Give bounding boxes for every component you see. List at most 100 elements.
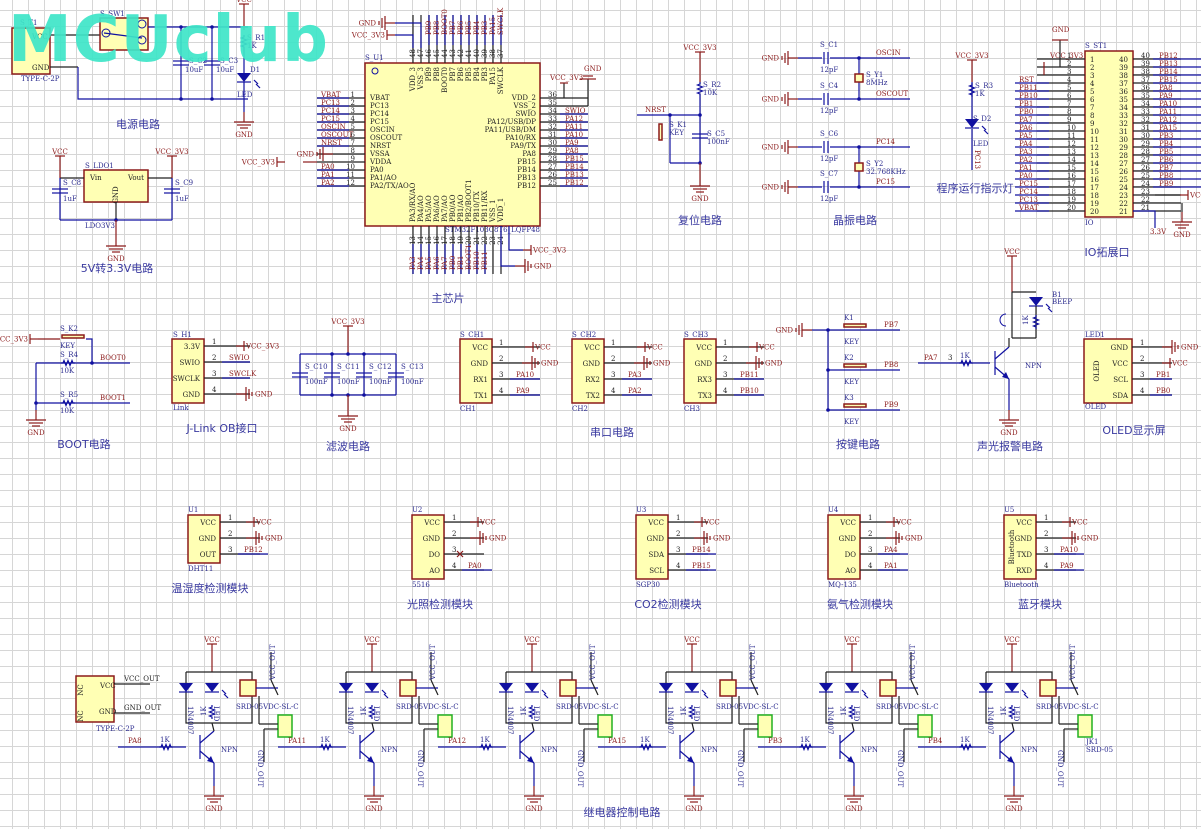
power-label: VCC [895, 519, 912, 527]
pin-number: 37 [1141, 76, 1150, 84]
wire [861, 689, 867, 695]
wire [345, 671, 413, 724]
beep-led [1029, 297, 1053, 313]
power-label: VCC [235, 0, 252, 4]
sensor-body[interactable] [635, 514, 669, 580]
gnd-symbol: GND [999, 410, 1019, 437]
pin-name: VBAT [369, 94, 390, 102]
relay-coil[interactable] [399, 679, 417, 697]
npn-transistor [519, 730, 535, 764]
serial-module-body[interactable] [571, 338, 605, 404]
npn-transistor [359, 730, 375, 764]
input-net-label: PA11 [288, 737, 306, 745]
relay-coil[interactable] [719, 679, 737, 697]
power-label: VCC_3V3 [241, 159, 275, 167]
wire [1021, 689, 1027, 695]
relay-coil[interactable] [239, 679, 257, 697]
power-label: VCC_3V3 [0, 336, 28, 344]
sensor-body[interactable] [187, 514, 221, 564]
serial-module-body[interactable] [683, 338, 717, 404]
value-label: 1N4007 [186, 706, 194, 734]
power-label: VCC_3V3 [245, 343, 279, 351]
ref-label: U4 [828, 506, 839, 514]
diode-body [365, 683, 379, 692]
sensor-body[interactable] [827, 514, 861, 580]
boot-key[interactable] [61, 334, 85, 339]
ref-label: S_ST1 [1085, 42, 1107, 50]
wire [985, 671, 1053, 724]
io-header-body[interactable] [1084, 50, 1134, 218]
pin-number: 3 [948, 354, 952, 362]
value-label: 1N4007 [986, 706, 994, 734]
key-button[interactable] [843, 323, 867, 328]
sensor-body[interactable] [411, 514, 445, 580]
relay-terminal[interactable] [277, 714, 293, 738]
pin-name: PB8 [433, 67, 441, 81]
pin-number: 40 [473, 49, 481, 58]
relay-terminal[interactable] [437, 714, 453, 738]
gnd-symbol: GND [1062, 531, 1099, 545]
filter-circuit: VCC_3V3S_C10100nFS_C11100nFS_C12100nFS_C… [292, 318, 424, 453]
serial-module-body[interactable] [459, 338, 493, 404]
ref-label: S_CH1 [460, 331, 484, 339]
value-label: 100nF [337, 378, 360, 386]
indicator-led [525, 683, 549, 699]
net-label: PA4 [417, 256, 425, 270]
ldo-regulator[interactable] [83, 169, 149, 203]
power-label: VCC_3V3 [154, 148, 188, 156]
typec-output-connector[interactable] [75, 675, 115, 723]
jlink-body[interactable] [171, 338, 205, 404]
reset-key[interactable] [658, 123, 663, 141]
switch-contact [137, 19, 147, 29]
stm32-body[interactable] [364, 62, 541, 227]
relay-terminal[interactable] [597, 714, 613, 738]
key-button[interactable] [843, 403, 867, 408]
pin-name: PB13 [517, 174, 536, 182]
pin-number: 3 [1044, 546, 1048, 554]
switch-contact [137, 35, 147, 45]
relay-coil[interactable] [1039, 679, 1057, 697]
resistor [61, 398, 75, 408]
wire [701, 689, 707, 695]
net-label: PA0 [1019, 172, 1033, 180]
ref-label: U2 [412, 506, 422, 514]
pin-number: 5 [1067, 84, 1071, 92]
pin-name: OSCOUT [370, 134, 403, 142]
pin-name: SWIO [180, 359, 201, 367]
net-label: PB8 [433, 21, 441, 35]
flyback-diode [339, 683, 353, 693]
gnd-label: GND [653, 360, 671, 368]
sensor-body[interactable] [1003, 514, 1037, 580]
typec-connector[interactable] [11, 27, 51, 75]
key-button[interactable] [843, 363, 867, 368]
switch-contact [101, 28, 111, 38]
relay-terminal[interactable] [917, 714, 933, 738]
crystal[interactable] [854, 162, 864, 172]
net-label: PB9 [884, 401, 898, 409]
relay-coil[interactable] [559, 679, 577, 697]
crystal[interactable] [854, 73, 864, 83]
relay-terminal[interactable] [757, 714, 773, 738]
net-label: PB6 [457, 20, 465, 35]
pin-name: TX2 [586, 392, 600, 400]
wire [395, 22, 422, 48]
net-label: NRST [645, 106, 666, 114]
oled-body[interactable] [1083, 338, 1133, 404]
gnd-symbol: GND [634, 356, 671, 370]
wire [1070, 679, 1079, 696]
pin-number: 3 [611, 371, 615, 379]
diode-body [819, 683, 833, 692]
relay-terminal[interactable] [1077, 714, 1093, 738]
wire [1031, 315, 1041, 329]
net-label: PA10 [516, 371, 534, 379]
relay-coil[interactable] [879, 679, 897, 697]
